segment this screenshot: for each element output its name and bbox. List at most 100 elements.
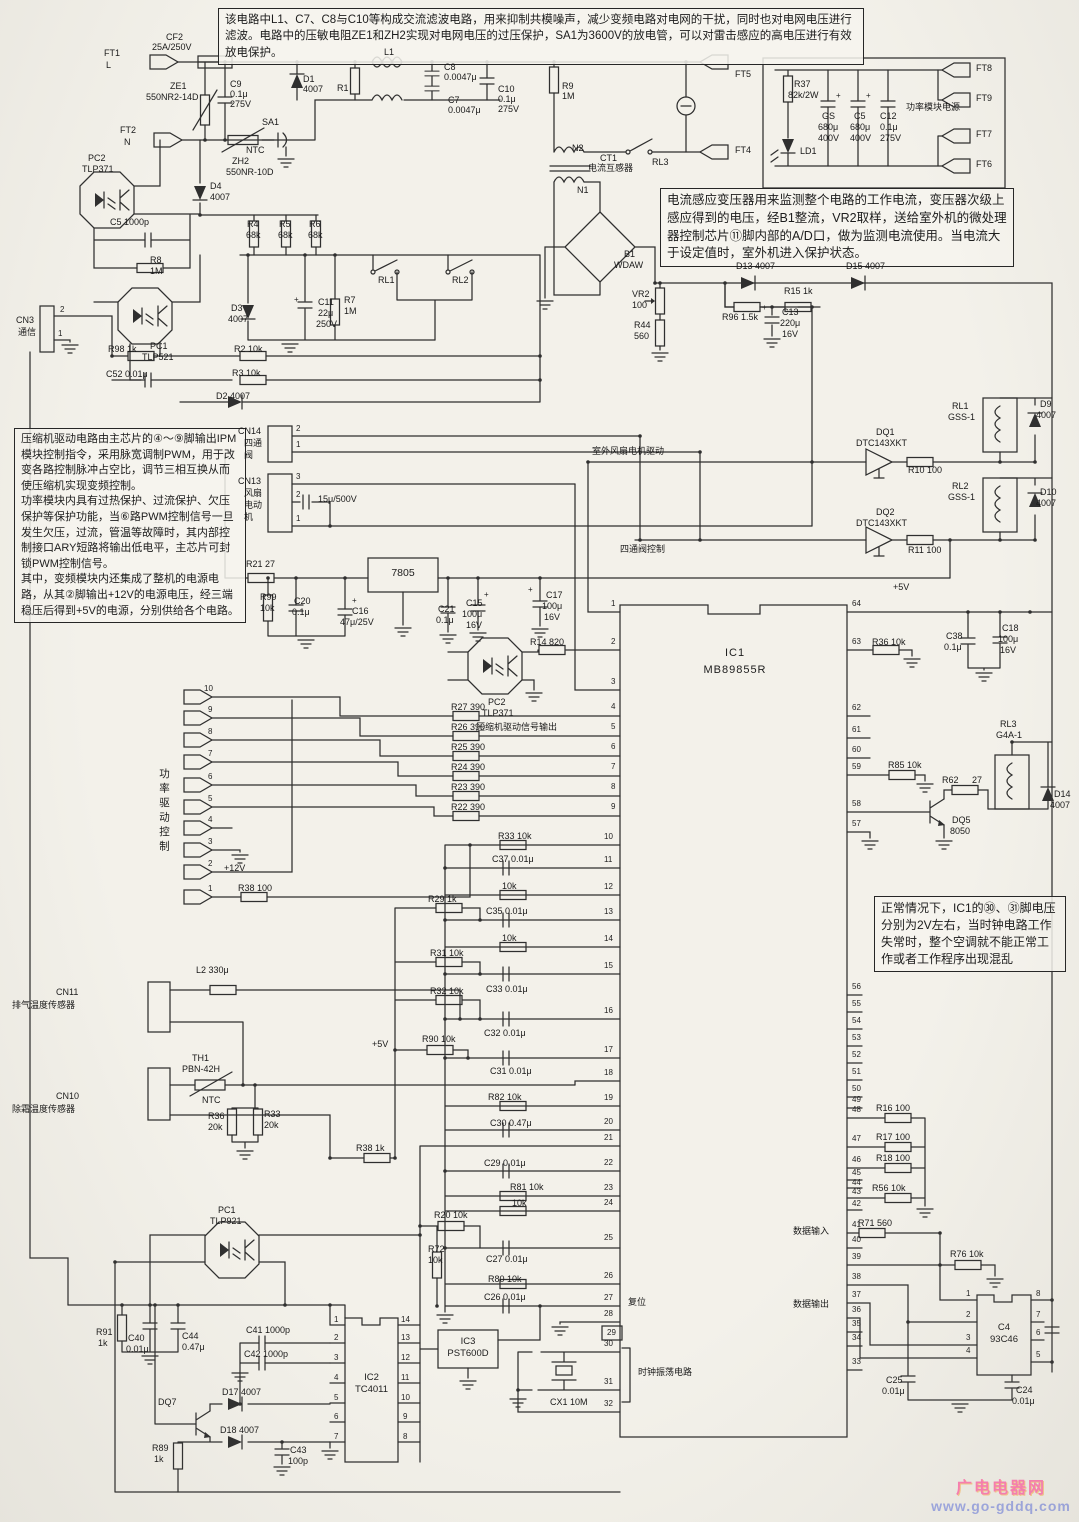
component-label: CN3 (16, 315, 35, 325)
component-label: 24 (604, 1198, 613, 1207)
component-label: 13 (401, 1333, 410, 1342)
component-label: 0.1μ (498, 94, 516, 104)
ic3-ref: IC3 (460, 1336, 476, 1347)
component-label: CN14 (238, 426, 262, 436)
component-label: 44 (852, 1178, 861, 1187)
ic1-part: MB89855R (703, 663, 767, 676)
component-label: R1 (337, 83, 349, 93)
component-label: R14 820 (530, 637, 565, 647)
component-label: R20 10k (434, 1210, 468, 1220)
component-label: PC2 (88, 153, 106, 163)
component-label: 680μ (850, 122, 871, 132)
component-label: R10 100 (908, 465, 943, 475)
component-label: 10k (428, 1255, 443, 1265)
component-label: 时钟振荡电路 (638, 1367, 693, 1377)
component-label: 复位 (628, 1297, 647, 1307)
component-label: D14 (1054, 789, 1071, 799)
component-label: GSS-1 (948, 412, 976, 422)
component-label: FT5 (735, 69, 752, 79)
component-label: 45 (852, 1168, 861, 1177)
component-label: 1M (344, 306, 357, 316)
component-label: 10k (260, 603, 275, 613)
component-label: C38 (946, 631, 963, 641)
component-label: 0.1μ (880, 122, 898, 132)
component-label: + (528, 585, 533, 594)
component-label: R29 1k (428, 894, 457, 904)
component-label: 49 (852, 1095, 861, 1104)
component-label: 1 (966, 1289, 971, 1298)
component-label: C42 1000p (244, 1349, 289, 1359)
component-label: 22 (604, 1158, 613, 1167)
component-label: R22 390 (451, 802, 486, 812)
component-label: 16V (466, 620, 483, 630)
component-label: C21 (438, 604, 455, 614)
component-label: 680μ (818, 122, 839, 132)
component-label: TLP521 (142, 352, 174, 362)
component-label: 56 (852, 982, 861, 991)
component-label: 2 (334, 1333, 339, 1342)
component-label: 550NR-10D (226, 167, 274, 177)
component-label: 64 (852, 599, 861, 608)
component-label: 2 (60, 305, 65, 314)
eeprom-outline (976, 1294, 1032, 1376)
component-label: C11 (318, 297, 334, 307)
watermark-url: www.go-gddq.com (931, 1498, 1071, 1514)
component-label: 6 (611, 742, 616, 751)
wires-relays (587, 397, 1053, 613)
component-label: 0.1μ (292, 607, 310, 617)
component-label: 4 (334, 1373, 339, 1382)
component-label: DQ2 (876, 507, 895, 517)
component-label: N2 (572, 143, 584, 153)
component-label: 58 (852, 799, 861, 808)
component-label: 1 (208, 884, 213, 893)
component-label: WDAW (614, 260, 644, 270)
component-label: 除霜温度传感器 (12, 1104, 76, 1114)
component-label: 1 (611, 599, 616, 608)
component-label: 100μ (998, 634, 1019, 644)
component-label: R8 (150, 255, 162, 265)
component-label: CN13 (238, 476, 262, 486)
component-label: 6 (334, 1412, 339, 1421)
component-label: 26 (604, 1271, 613, 1280)
component-label: 16 (604, 1006, 613, 1015)
component-label: 2 (296, 424, 301, 433)
component-label: D13 4007 (736, 261, 776, 271)
component-label: 46 (852, 1155, 861, 1164)
component-label: 5 (1036, 1350, 1041, 1359)
watermark: 广电电器网 www.go-gddq.com (928, 1474, 1074, 1514)
component-label: 100μ (462, 609, 483, 619)
component-label: R37 (794, 79, 811, 89)
component-label: C25 (886, 1375, 903, 1385)
component-label: 9 (403, 1412, 408, 1421)
component-label: R15 1k (784, 286, 813, 296)
component-label: 2 (611, 637, 616, 646)
component-label: SA1 (262, 117, 280, 127)
component-label: 排气温度传感器 (12, 1000, 76, 1010)
component-label: C10 (498, 84, 515, 94)
ic2-part: TC4011 (354, 1384, 389, 1396)
component-label: C27 0.01μ (486, 1254, 528, 1264)
component-label: 5 (611, 722, 616, 731)
component-label: DQ5 (952, 815, 971, 825)
component-label: 4007 (210, 192, 231, 202)
component-label: LD1 (800, 146, 817, 156)
component-label: 550NR2-14D (146, 92, 199, 102)
component-label: 0.0047μ (444, 72, 477, 82)
component-label: RL3 (1000, 719, 1017, 729)
component-label: 18 (604, 1068, 613, 1077)
component-label: C44 (182, 1331, 199, 1341)
component-label: D2 4007 (216, 391, 251, 401)
component-label: 40 (852, 1235, 861, 1244)
component-label: C13 (782, 307, 799, 317)
component-label: R56 10k (872, 1183, 906, 1193)
component-label: C20 (294, 596, 311, 606)
component-label: C9 (230, 79, 242, 89)
component-label: R18 100 (876, 1153, 911, 1163)
component-label: 四通阀控制 (620, 544, 666, 554)
component-label: R23 390 (451, 782, 486, 792)
component-label: 4007 (1036, 410, 1057, 420)
component-label: 38 (852, 1272, 861, 1281)
component-label: 275V (230, 99, 252, 109)
component-label: 2 (966, 1310, 971, 1319)
